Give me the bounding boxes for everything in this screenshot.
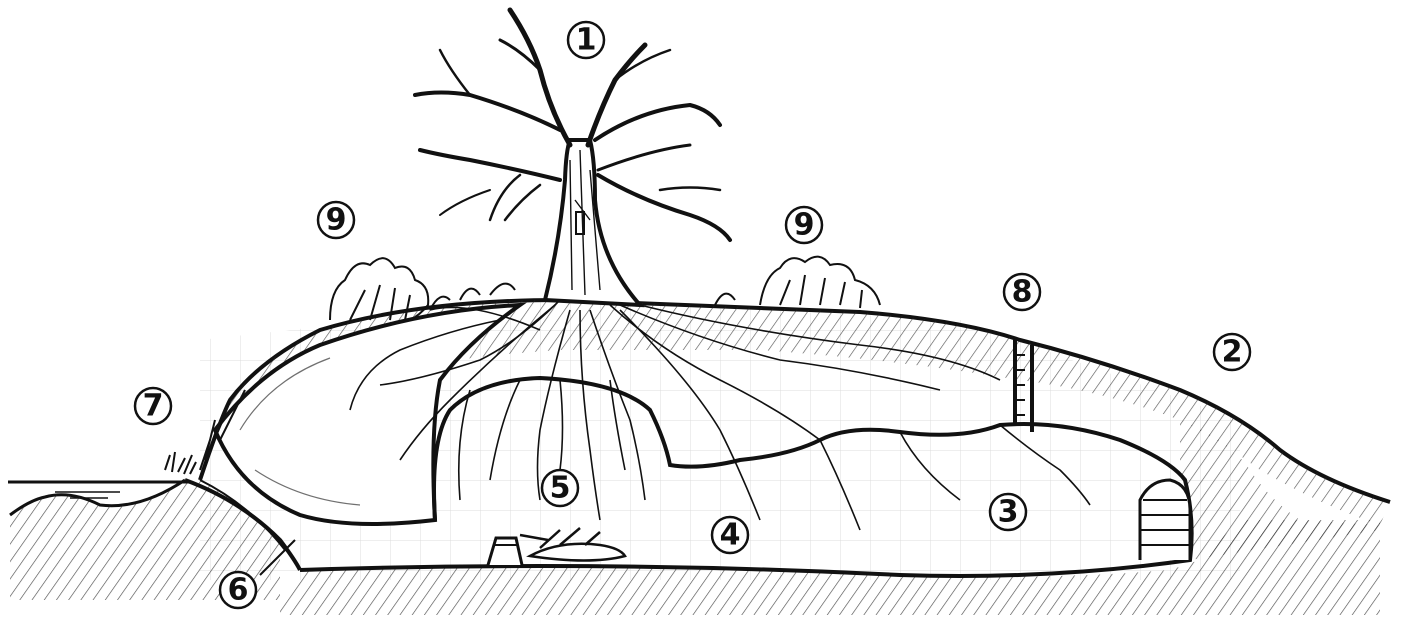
label-2: 2 [1214, 334, 1250, 370]
svg-text:9: 9 [794, 208, 815, 243]
label-3: 3 [990, 494, 1026, 530]
svg-text:4: 4 [720, 518, 741, 553]
svg-text:5: 5 [550, 471, 571, 506]
bush-right [715, 257, 880, 308]
tree-trunk [545, 140, 640, 305]
label-9-left: 9 [318, 202, 354, 238]
label-7: 7 [135, 388, 171, 424]
label-9-right: 9 [786, 207, 822, 243]
right-entrance-door [1140, 480, 1190, 560]
svg-text:7: 7 [143, 389, 164, 424]
label-6: 6 [220, 572, 256, 608]
label-8: 8 [1004, 274, 1040, 310]
svg-text:1: 1 [576, 23, 597, 58]
svg-text:2: 2 [1222, 335, 1243, 370]
svg-text:8: 8 [1012, 275, 1033, 310]
svg-text:3: 3 [998, 495, 1019, 530]
label-4: 4 [712, 517, 748, 553]
label-5: 5 [542, 470, 578, 506]
label-1: 1 [568, 22, 604, 58]
svg-text:9: 9 [326, 203, 347, 238]
svg-text:6: 6 [228, 573, 249, 608]
